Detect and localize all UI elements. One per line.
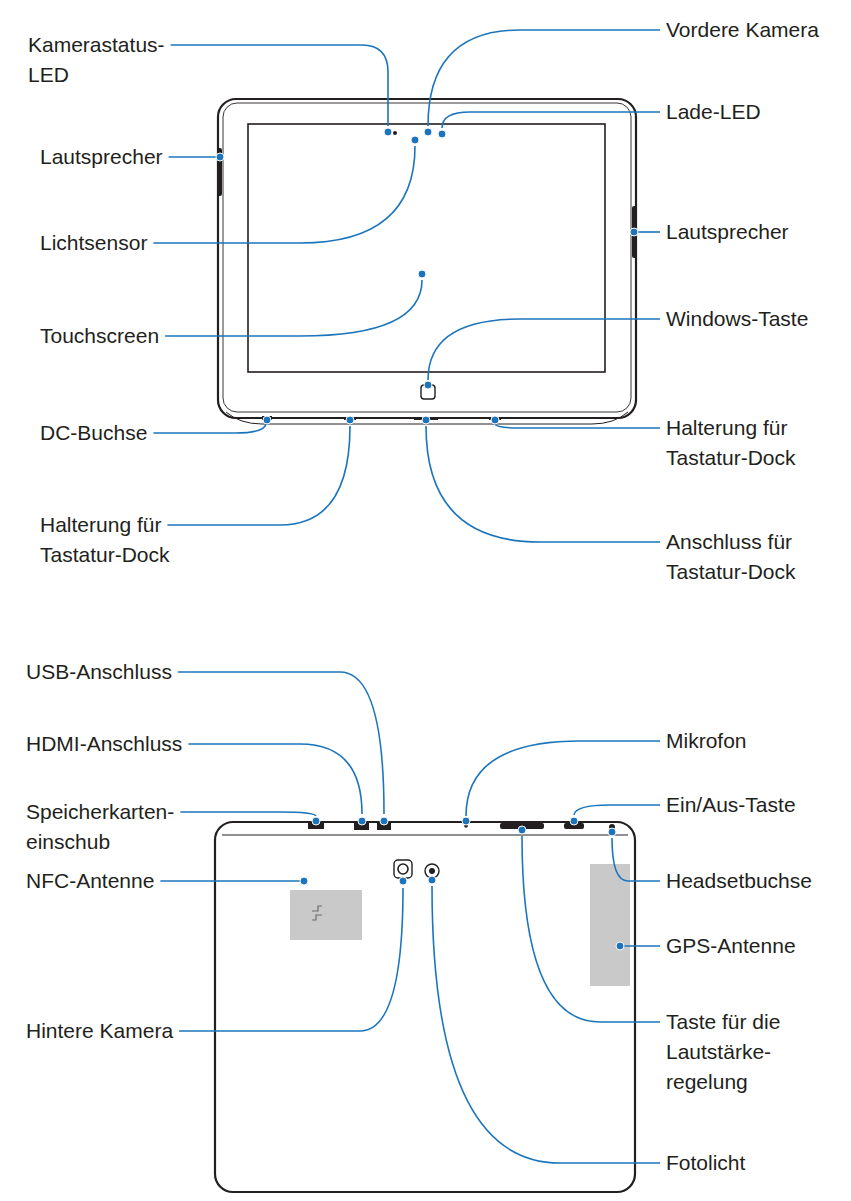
part-label: Lichtsensor: [40, 228, 147, 258]
leader-line: [442, 112, 660, 128]
part-label: NFC-Antenne: [26, 866, 154, 896]
part-label: Halterung für Tastatur-Dock: [40, 510, 205, 570]
leader-dot: [608, 828, 616, 836]
leader-dot: [384, 128, 392, 136]
part-label: Fotolicht: [666, 1148, 745, 1178]
leader-line: [466, 741, 660, 816]
leader-dot: [616, 942, 624, 950]
part-label: Speicherkarten- einschub: [26, 797, 186, 857]
part-label: Hintere Kamera: [26, 1016, 173, 1046]
leader-dot: [428, 876, 436, 884]
leader-line: [432, 886, 660, 1163]
leader-line: [160, 880, 300, 882]
part-label: Lade-LED: [666, 97, 761, 127]
part-label: Halterung für Tastatur-Dock: [666, 413, 831, 473]
part-label: Mikrofon: [666, 726, 747, 756]
part-label: Lautsprecher: [40, 142, 163, 172]
bottom-edge: [226, 412, 628, 424]
leader-dot: [300, 877, 308, 885]
leader-line: [165, 280, 422, 336]
part-label: Ein/Aus-Taste: [666, 790, 796, 820]
gps-antenna-area: [590, 864, 630, 986]
leader-dot: [570, 817, 578, 825]
back-housing: [215, 822, 635, 1192]
part-label: HDMI-Anschluss: [26, 729, 182, 759]
part-label: USB-Anschluss: [26, 657, 172, 687]
leader-line: [574, 805, 660, 815]
leader-dot: [346, 416, 354, 424]
part-label: Lautsprecher: [666, 217, 789, 247]
leader-dot: [438, 130, 446, 138]
leader-line: [180, 812, 316, 816]
leader-line: [495, 424, 660, 428]
front-housing: [218, 99, 636, 418]
leader-dot: [216, 153, 224, 161]
nfc-icon: [312, 906, 322, 920]
camera-led: [393, 131, 397, 135]
leader-line: [426, 426, 660, 542]
leader-line: [638, 231, 660, 233]
part-label: GPS-Antenne: [666, 931, 796, 961]
front-bezel: [223, 103, 631, 412]
leader-line: [169, 156, 216, 158]
leader-line: [179, 888, 403, 1031]
part-label: DC-Buchse: [40, 418, 147, 448]
leader-dot: [422, 416, 430, 424]
part-label: Taste für die Lautstärke- regelung: [666, 1007, 816, 1097]
leader-dot: [462, 817, 470, 825]
leader-dot: [424, 381, 432, 389]
part-label: Headsetbuchse: [666, 866, 812, 896]
leader-line: [188, 744, 362, 814]
leader-dot: [399, 877, 407, 885]
rear-camera-lens: [398, 864, 408, 874]
top-edge: [222, 835, 628, 836]
leader-dot: [380, 817, 388, 825]
leader-dot: [630, 228, 638, 236]
nfc-antenna-area: [290, 890, 362, 940]
touchscreen-area: [248, 124, 605, 372]
leader-dot: [312, 817, 320, 825]
photo-light-core: [429, 868, 435, 874]
leader-dot: [424, 128, 432, 136]
tablet-back: [215, 822, 635, 1192]
leader-dot: [358, 817, 366, 825]
leader-dot: [491, 416, 499, 424]
leader-dot: [518, 826, 526, 834]
leader-line: [178, 672, 384, 814]
part-label: Anschluss für Tastatur-Dock: [666, 527, 831, 587]
leader-line: [167, 426, 350, 525]
leader-line: [153, 424, 266, 433]
rear-camera-housing: [394, 860, 412, 878]
leader-line: [624, 945, 660, 947]
leader-line: [153, 146, 415, 243]
leader-dot: [418, 270, 426, 278]
tablet-front: [217, 99, 637, 424]
part-label: Kamerastatus- LED: [28, 30, 188, 90]
part-label: Touchscreen: [40, 321, 159, 351]
leader-line: [428, 319, 660, 380]
leader-line: [612, 838, 660, 881]
leader-line: [171, 45, 388, 126]
leader-dot: [263, 416, 271, 424]
leader-dot: [411, 136, 419, 144]
leader-line: [522, 836, 660, 1022]
part-label: Vordere Kamera: [666, 15, 819, 45]
part-label: Windows-Taste: [666, 304, 808, 334]
